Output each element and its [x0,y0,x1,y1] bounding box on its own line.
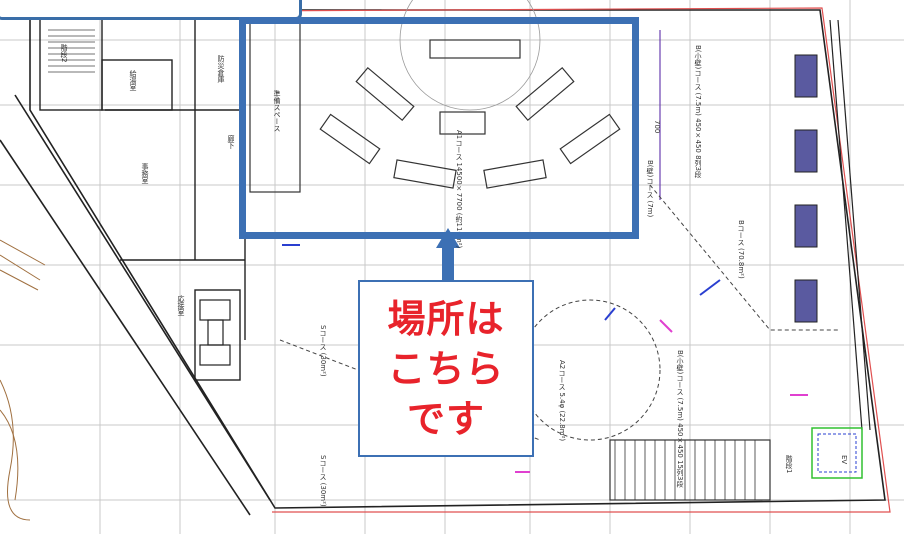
callout-line-3: です [406,396,485,441]
label-b-wall-course-2: B(小壁)コース (7.5m) 450×450 15列3段 [676,350,684,488]
label-stair2: 階段2 [60,44,68,63]
label-a1-course: A1コース 14500×7700 (約110m²) [455,130,463,249]
stair2-steps [48,29,95,73]
ev-box [811,427,863,479]
sketch-decoration [0,239,46,521]
location-callout: 場所は こちら です [358,280,534,457]
callout-line-1: 場所は [387,296,505,341]
location-highlight-box [239,17,639,239]
reception-sofas [199,299,231,366]
label-jimushitsu: 事務室 [141,163,149,184]
label-kyutoshitsu: 給湯室 [129,70,137,91]
label-s-course-bottom: Sコース (30m²) [319,455,327,507]
label-osetsushitsu: 応接室 [177,295,185,316]
building-walls [0,9,886,516]
pink-arrows [515,319,808,473]
label-b-wall-small: B(壁)コース (7m) [646,160,654,218]
corner-tab [0,0,302,20]
label-pantry: 準備スペース [273,90,281,132]
label-a2-course: A2コース 5.4φ (22.8m²) [558,360,566,442]
label-stair1: 階段1 [785,455,793,474]
label-b-course: Bコース (70.8m²) [737,220,745,279]
label-bosai: 防災倉庫 [217,55,225,83]
label-dim-700: 700 [653,120,661,134]
callout-line-2: こちら [387,346,505,391]
blue-arrows [282,244,721,321]
property-boundary [39,7,891,513]
label-s-course-top: Sコース (30m²) [319,325,327,377]
label-b-wall-course: B(小壁)コース (7.5m) 450×450 8列3段 [694,45,702,178]
b-course-stations [794,54,818,323]
left-rooms [39,14,246,381]
stair1-steps [609,439,771,501]
label-roka: 廊下 [227,135,235,149]
label-ev: EV [840,455,848,465]
